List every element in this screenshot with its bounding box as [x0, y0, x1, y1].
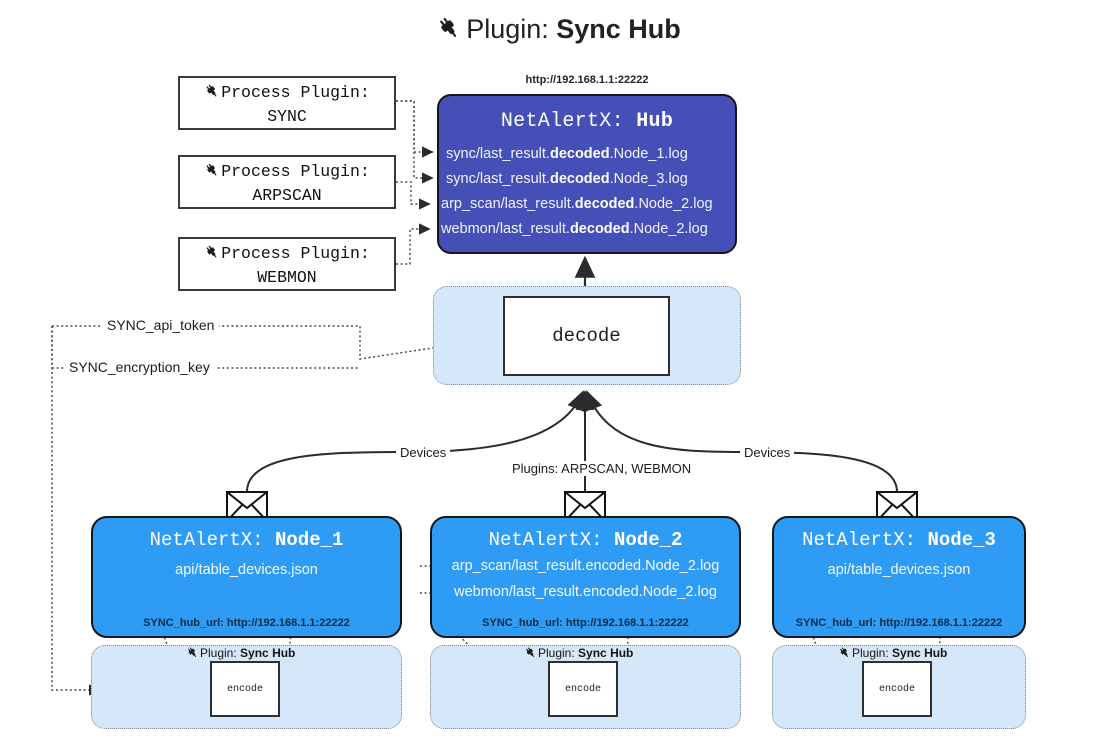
process-plugin-label: Process Plugin:	[221, 244, 370, 263]
decode-box[interactable]: decode	[503, 296, 670, 376]
plug-icon	[204, 83, 220, 106]
node-log-line: arp_scan/last_result.encoded.Node_2.log	[451, 558, 720, 574]
process-plugin-name: WEBMON	[257, 268, 317, 288]
node-hub-url: SYNC_hub_url: http://192.168.1.1:22222	[482, 617, 689, 629]
process-plugin-box-sync[interactable]: Process Plugin: SYNC	[178, 76, 396, 130]
process-plugin-name: ARPSCAN	[252, 186, 322, 206]
process-plugin-box-webmon[interactable]: Process Plugin: WEBMON	[178, 237, 396, 291]
encoder-plugin-label-3: Plugin: Sync Hub	[838, 646, 947, 662]
encoder-plugin-label-1: Plugin: Sync Hub	[186, 646, 295, 662]
edge-label-devices-left: Devices	[396, 445, 451, 460]
encode-box-3[interactable]: encode	[862, 661, 932, 717]
page-title-prefix: Plugin:	[466, 14, 549, 44]
node-box-node-2[interactable]: NetAlertX: Node_2 arp_scan/last_result.e…	[430, 516, 741, 638]
hub-log-line: arp_scan/last_result.decoded.Node_2.log	[441, 196, 713, 212]
hub-log-line: sync/last_result.decoded.Node_3.log	[446, 171, 688, 187]
encode-box-2[interactable]: encode	[548, 661, 618, 717]
node-box-node-1[interactable]: NetAlertX: Node_1 api/table_devices.json…	[91, 516, 402, 638]
hub-title-prefix: NetAlertX:	[500, 110, 624, 133]
process-plugin-box-arpscan[interactable]: Process Plugin: ARPSCAN	[178, 155, 396, 209]
hub-title-name: Hub	[636, 110, 674, 133]
hub-url-label: http://192.168.1.1:22222	[525, 74, 649, 86]
node-hub-url: SYNC_hub_url: http://192.168.1.1:22222	[795, 617, 1003, 629]
process-plugin-label: Process Plugin:	[221, 162, 370, 181]
edge-label-devices-right: Devices	[740, 445, 795, 460]
edge-label-plugins-center: Plugins: ARPSCAN, WEBMON	[508, 461, 696, 476]
node-hub-url: SYNC_hub_url: http://192.168.1.1:22222	[143, 617, 350, 629]
page-title-name: Sync Hub	[556, 14, 681, 44]
node-box-node-3[interactable]: NetAlertX: Node_3 api/table_devices.json…	[772, 516, 1026, 638]
page-title: Plugin: Sync Hub	[0, 14, 1117, 48]
plug-icon	[436, 15, 462, 48]
plug-icon	[204, 244, 220, 267]
sync-api-token-label: SYNC_api_token	[102, 317, 220, 333]
node-title: NetAlertX: Node_1	[149, 529, 344, 551]
process-plugin-name: SYNC	[267, 107, 307, 127]
node-title: NetAlertX: Node_3	[802, 529, 996, 551]
hub-box[interactable]: NetAlertX: Hub sync/last_result.decoded.…	[437, 94, 737, 254]
node-title: NetAlertX: Node_2	[488, 529, 683, 551]
plug-icon	[204, 162, 220, 185]
plug-icon	[838, 646, 851, 662]
encoder-plugin-label-2: Plugin: Sync Hub	[524, 646, 633, 662]
node-log-line: api/table_devices.json	[827, 562, 971, 578]
node-log-line: api/table_devices.json	[175, 562, 318, 578]
hub-log-line: webmon/last_result.decoded.Node_2.log	[441, 221, 708, 237]
plug-icon	[186, 646, 199, 662]
node-log-line: webmon/last_result.encoded.Node_2.log	[454, 584, 717, 600]
plug-icon	[524, 646, 537, 662]
node-log-list: api/table_devices.json	[774, 557, 1024, 583]
encode-box-1[interactable]: encode	[210, 661, 280, 717]
node-log-list: arp_scan/last_result.encoded.Node_2.log …	[432, 553, 739, 605]
sync-encryption-key-label: SYNC_encryption_key	[64, 359, 215, 375]
hub-log-line: sync/last_result.decoded.Node_1.log	[446, 146, 688, 162]
hub-title: NetAlertX: Hub	[439, 110, 735, 133]
node-log-list: api/table_devices.json	[93, 557, 400, 583]
hub-log-list: sync/last_result.decoded.Node_1.log sync…	[439, 142, 735, 242]
process-plugin-label: Process Plugin:	[221, 83, 370, 102]
